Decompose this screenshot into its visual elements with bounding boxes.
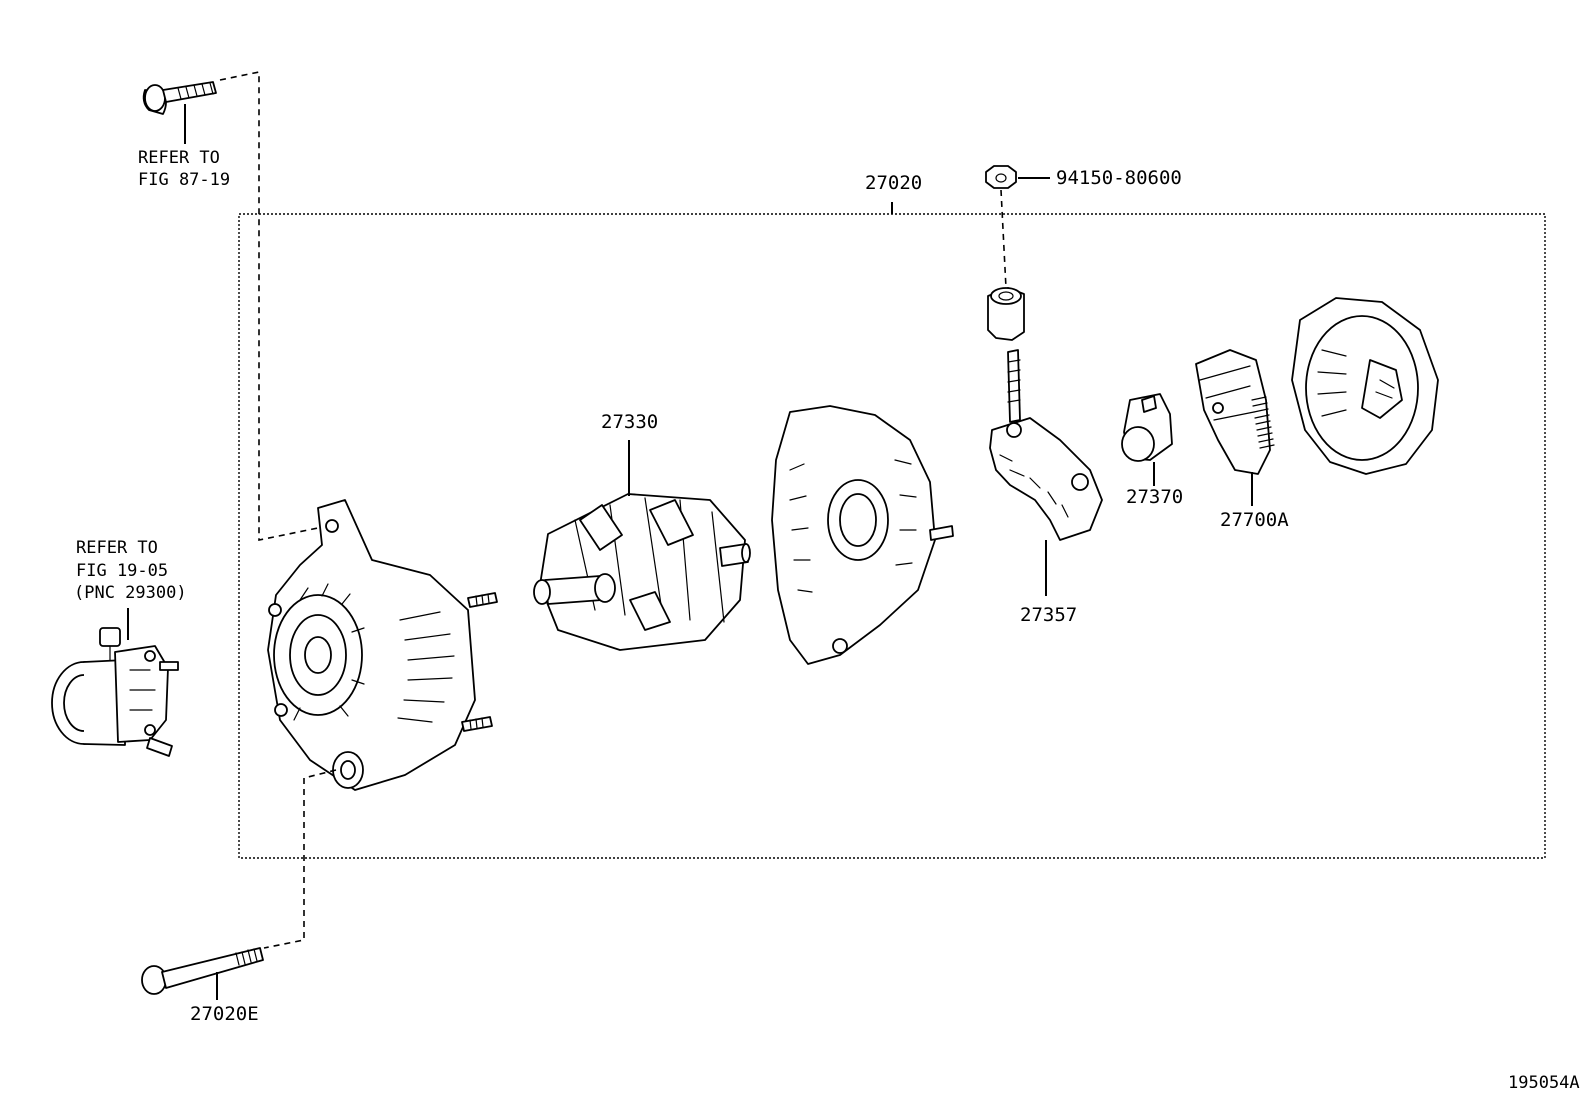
rotor — [533, 493, 751, 651]
rear-end-cover — [1291, 297, 1439, 475]
vacuum-pump — [51, 627, 179, 757]
terminal-nut[interactable] — [985, 165, 1017, 189]
brush-holder — [1121, 393, 1173, 462]
label-27370[interactable]: 27370 — [1126, 486, 1183, 508]
drive-end-frame — [267, 499, 498, 791]
figure-id: 195054A — [1508, 1073, 1580, 1093]
rear-end-frame — [771, 405, 954, 665]
ref-upper-line2: FIG 87-19 — [138, 170, 230, 190]
ref-pump-line2: FIG 19-05 — [76, 561, 168, 581]
upper-bolt[interactable] — [142, 81, 217, 115]
lower-bolt[interactable] — [141, 947, 264, 995]
label-27020[interactable]: 27020 — [865, 172, 922, 194]
terminal-insulator — [987, 287, 1025, 341]
ref-pump-line1: REFER TO — [76, 538, 158, 558]
rectifier — [989, 349, 1103, 541]
label-27357[interactable]: 27357 — [1020, 604, 1077, 626]
label-27700A[interactable]: 27700A — [1220, 509, 1289, 531]
label-94150-80600[interactable]: 94150-80600 — [1056, 167, 1182, 189]
ref-upper-line1: REFER TO — [138, 148, 220, 168]
regulator — [1195, 349, 1275, 475]
label-27020E[interactable]: 27020E — [190, 1003, 259, 1025]
label-27330[interactable]: 27330 — [601, 411, 658, 433]
ref-pump-line3: (PNC 29300) — [74, 583, 187, 603]
